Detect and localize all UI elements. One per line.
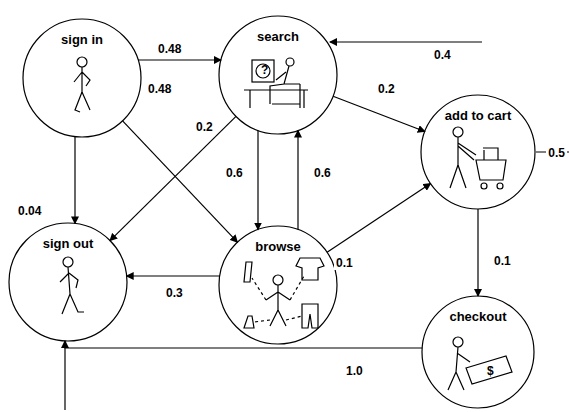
state-circle: sign out (8, 222, 128, 342)
shopper-figure (244, 258, 324, 328)
transition-arrow (297, 131, 298, 230)
transition-arrow (123, 121, 238, 242)
probability-label: 0.04 (16, 204, 43, 218)
transition-arrow (65, 341, 422, 348)
free-label: $ (485, 364, 496, 378)
walker-figure (74, 57, 90, 112)
transition-arrow (477, 209, 478, 296)
entry-line (330, 41, 482, 42)
probability-label: 0.3 (164, 286, 185, 300)
free-label: 0.4 (432, 48, 453, 62)
probability-label: 0.2 (376, 82, 397, 96)
probability-label: 0.2 (194, 120, 215, 134)
transition-arrow (74, 137, 75, 224)
probability-label: 0.48 (146, 82, 173, 96)
transition-arrow (333, 96, 425, 131)
node-title: sign in (22, 18, 142, 47)
state-circle: add to cart (420, 94, 536, 210)
node-title: sign out (8, 222, 128, 251)
cashier-figure (448, 337, 512, 390)
probability-label: 0.48 (156, 42, 183, 56)
transition-arrow (127, 275, 220, 276)
node-title: add to cart (420, 94, 536, 123)
transition-arrow (327, 184, 430, 253)
probability-label: 1.0 (344, 364, 365, 378)
state-circle: checkout (421, 295, 535, 409)
cart-figure (450, 127, 506, 189)
probability-label: 0.1 (492, 254, 513, 268)
probability-label: 0.1 (334, 256, 355, 270)
node-title: browse (218, 225, 338, 254)
walker-figure (60, 257, 84, 314)
state-circle: browse (218, 225, 338, 345)
state-circle: sign in (22, 18, 142, 138)
free-label: ? (259, 63, 270, 77)
state-circle: search (218, 15, 338, 135)
free-label: 0.5 (546, 146, 567, 160)
node-title: checkout (421, 295, 535, 324)
desk-figure (244, 58, 308, 108)
probability-label: 0.6 (224, 166, 245, 180)
transition-arrow (257, 131, 258, 230)
transition-arrow (138, 59, 221, 60)
node-title: search (218, 15, 338, 44)
transition-arrow (110, 116, 236, 240)
entry-line (64, 348, 65, 410)
probability-label: 0.6 (312, 166, 333, 180)
